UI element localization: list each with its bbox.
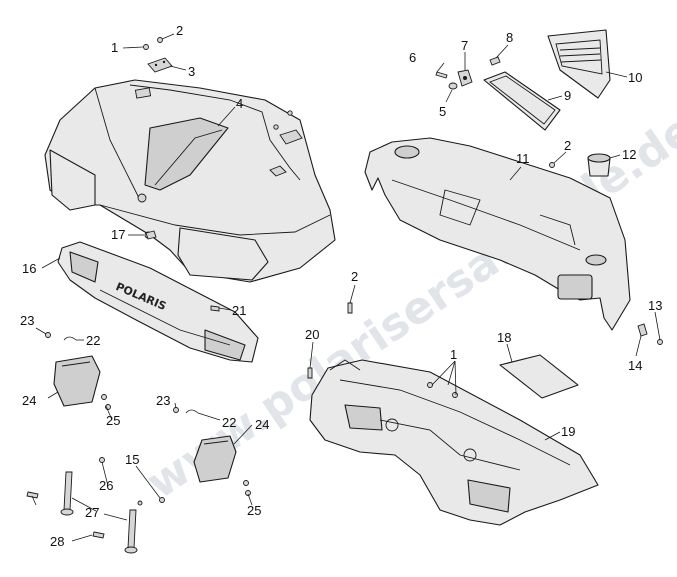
callout-19: 19 (561, 424, 575, 439)
callout-20: 20 (305, 327, 319, 342)
callout-1b: 1 (450, 347, 457, 362)
hood-hinge-hardware (143, 37, 303, 145)
callout-9: 9 (564, 88, 571, 103)
callout-8: 8 (506, 30, 513, 45)
callout-24b: 24 (255, 417, 269, 432)
headlight-left (53, 355, 101, 407)
cup-holder (587, 153, 611, 177)
callout-23b: 23 (156, 393, 170, 408)
glovebox-lid (547, 29, 611, 99)
callout-11: 11 (516, 151, 530, 166)
callout-2c: 2 (351, 269, 358, 284)
callout-17: 17 (111, 227, 125, 242)
callout-3: 3 (188, 64, 195, 79)
callout-21: 21 (232, 303, 246, 318)
callout-7: 7 (461, 38, 468, 53)
callout-15: 15 (125, 452, 139, 467)
storage-cover (499, 354, 579, 399)
callout-28: 28 (50, 534, 64, 549)
callout-16: 16 (22, 261, 36, 276)
callout-labels: 1 2 3 4 6 7 8 5 9 10 11 2 12 13 14 16 17… (20, 23, 662, 549)
callout-23: 23 (20, 313, 34, 328)
callout-18: 18 (497, 330, 511, 345)
callout-5: 5 (439, 104, 446, 119)
callout-10: 10 (628, 70, 642, 85)
callout-24: 24 (22, 393, 36, 408)
callout-26: 26 (99, 478, 113, 493)
callout-2: 2 (176, 23, 183, 38)
headlight-hardware (45, 332, 251, 496)
leader-lines (31, 33, 661, 542)
callout-25: 25 (106, 413, 120, 428)
hood-assembly (44, 79, 336, 283)
headlight-right (193, 435, 237, 483)
callout-22: 22 (86, 333, 100, 348)
misc-hardware (145, 230, 353, 379)
front-fascia: POLARIS (57, 231, 259, 363)
glovebox-gasket (483, 71, 561, 131)
dash-hardware (435, 56, 663, 345)
callout-6: 6 (409, 50, 416, 65)
callout-14: 14 (628, 358, 642, 373)
dash-panel (364, 137, 631, 331)
callout-22b: 22 (222, 415, 236, 430)
callout-1: 1 (111, 40, 118, 55)
headlight-adjusters (26, 457, 165, 554)
callout-27: 27 (85, 505, 99, 520)
callout-2b: 2 (564, 138, 571, 153)
floor-pan (309, 359, 599, 526)
callout-4: 4 (236, 96, 243, 111)
callout-13: 13 (648, 298, 662, 313)
callout-12: 12 (622, 147, 636, 162)
callout-25b: 25 (247, 503, 261, 518)
